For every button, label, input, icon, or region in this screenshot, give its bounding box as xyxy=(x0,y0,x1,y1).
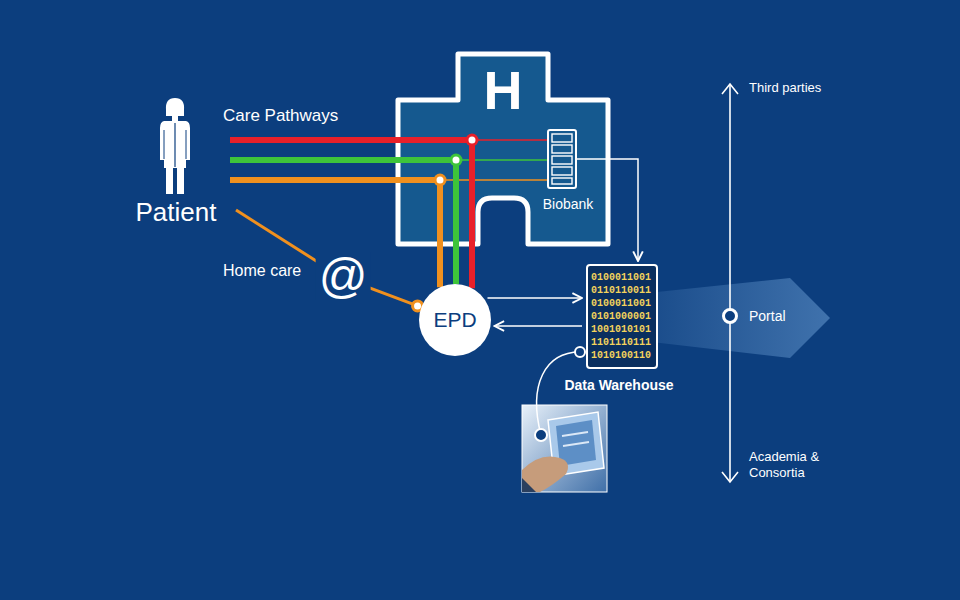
edge-label: @ xyxy=(316,252,371,300)
coat-seam xyxy=(174,123,175,167)
text-label: Care Pathways xyxy=(223,106,338,126)
node-label: Portal xyxy=(749,308,786,325)
portal-node: Portal xyxy=(722,305,786,327)
figure-leg xyxy=(177,166,184,194)
biobank-node: Biobank xyxy=(532,130,604,213)
cabinet-frame xyxy=(544,130,572,188)
text-label: Home care xyxy=(223,261,301,280)
biobank-cabinet xyxy=(548,130,576,188)
axis-head xyxy=(722,84,738,94)
audience-axis xyxy=(729,84,731,482)
cabinet-body xyxy=(548,130,576,188)
text-label: Academia & Consortia xyxy=(749,449,833,480)
figure-neck xyxy=(172,115,178,121)
data-flow-arrow xyxy=(494,325,582,327)
cabinet-drawer xyxy=(552,156,572,164)
arm-seam xyxy=(164,130,165,159)
figure-coat xyxy=(160,121,190,168)
figure-space xyxy=(122,96,230,196)
home-care-line xyxy=(236,210,418,306)
leader-dot xyxy=(535,429,547,441)
hospital-sign: H xyxy=(473,62,533,118)
figure-head xyxy=(168,102,182,116)
cabinet-drawer xyxy=(552,167,572,175)
label-holder: Care Pathways xyxy=(223,106,338,126)
leader-dot xyxy=(575,347,585,357)
leader-line xyxy=(537,352,580,435)
patient-node: Patient xyxy=(122,96,230,228)
warehouse-box: 0100011001 0110110011 0100011001 0101000… xyxy=(586,264,658,369)
sleeve xyxy=(522,478,536,492)
pathway-branch xyxy=(444,179,548,181)
arm-seam xyxy=(186,130,187,159)
hand xyxy=(522,457,568,493)
node-label: Patient xyxy=(122,196,230,228)
label-holder: Academia & Consortia xyxy=(749,449,833,480)
cabinet-drawer xyxy=(552,134,572,142)
portal-dot xyxy=(722,308,738,324)
photo-frame xyxy=(522,405,607,492)
axis-head xyxy=(722,472,738,482)
cabinet-drawer xyxy=(552,178,572,184)
hospital-building xyxy=(398,54,608,244)
label-holder: Third parties xyxy=(749,80,821,96)
data-warehouse: 0100011001 0110110011 0100011001 0101000… xyxy=(556,264,682,394)
epd-circle: EPD xyxy=(419,284,491,356)
label-holder: Home care xyxy=(223,261,301,280)
node-label: EPD xyxy=(419,284,491,356)
cabinet-drawer xyxy=(552,145,572,153)
tablet-photo xyxy=(522,405,607,492)
figure-leg xyxy=(166,166,173,194)
pathway-branch xyxy=(476,139,548,141)
patient-figure xyxy=(160,98,190,194)
data-flow-arrow xyxy=(487,297,582,299)
screen-line xyxy=(562,432,588,436)
screen-line xyxy=(563,442,589,446)
figure-hair xyxy=(166,98,184,116)
text-label: Third parties xyxy=(749,80,821,96)
node-heading: Data Warehouse xyxy=(556,377,682,394)
hospital-node: Biobank H xyxy=(398,52,610,246)
node-label: Biobank xyxy=(532,196,604,213)
edge-label-holder: @ xyxy=(316,252,371,300)
binary-data: 0100011001 0110110011 0100011001 0101000… xyxy=(591,271,653,362)
